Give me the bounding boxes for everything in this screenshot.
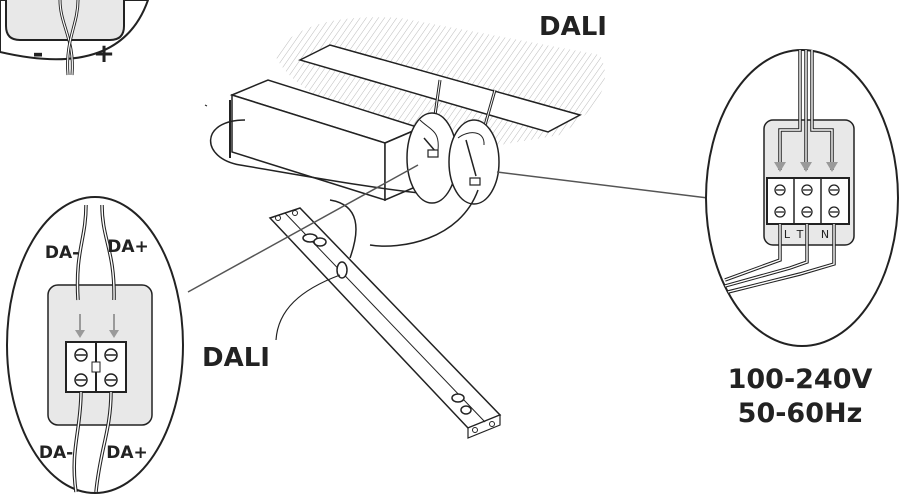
plus-label: + bbox=[93, 39, 115, 69]
dali-bottom-label: DALI bbox=[202, 343, 270, 373]
terminal-n-label: N bbox=[821, 228, 829, 241]
terminal-t-label: T bbox=[796, 228, 804, 241]
frequency-label: 50-60Hz bbox=[738, 398, 863, 429]
dali-top-label: DALI bbox=[539, 12, 607, 42]
minus-label: - bbox=[33, 39, 44, 69]
dali-inset-bottom-right-label: DA+ bbox=[106, 443, 148, 463]
dali-inset-bottom-left-label: DA- bbox=[39, 443, 73, 463]
dali-inset-top-left-label: DA- bbox=[45, 243, 79, 263]
mains-inset: L T N bbox=[705, 49, 899, 347]
dali-inset: DA- DA+ DA- DA+ bbox=[6, 196, 184, 494]
fixture-rail bbox=[268, 207, 502, 439]
voltage-label: 100-240V bbox=[728, 364, 873, 395]
terminal-l-label: L bbox=[784, 228, 791, 241]
top-left-inset: - + bbox=[0, 0, 150, 76]
dali-inset-top-right-label: DA+ bbox=[107, 237, 149, 257]
junction-circles bbox=[406, 112, 500, 205]
